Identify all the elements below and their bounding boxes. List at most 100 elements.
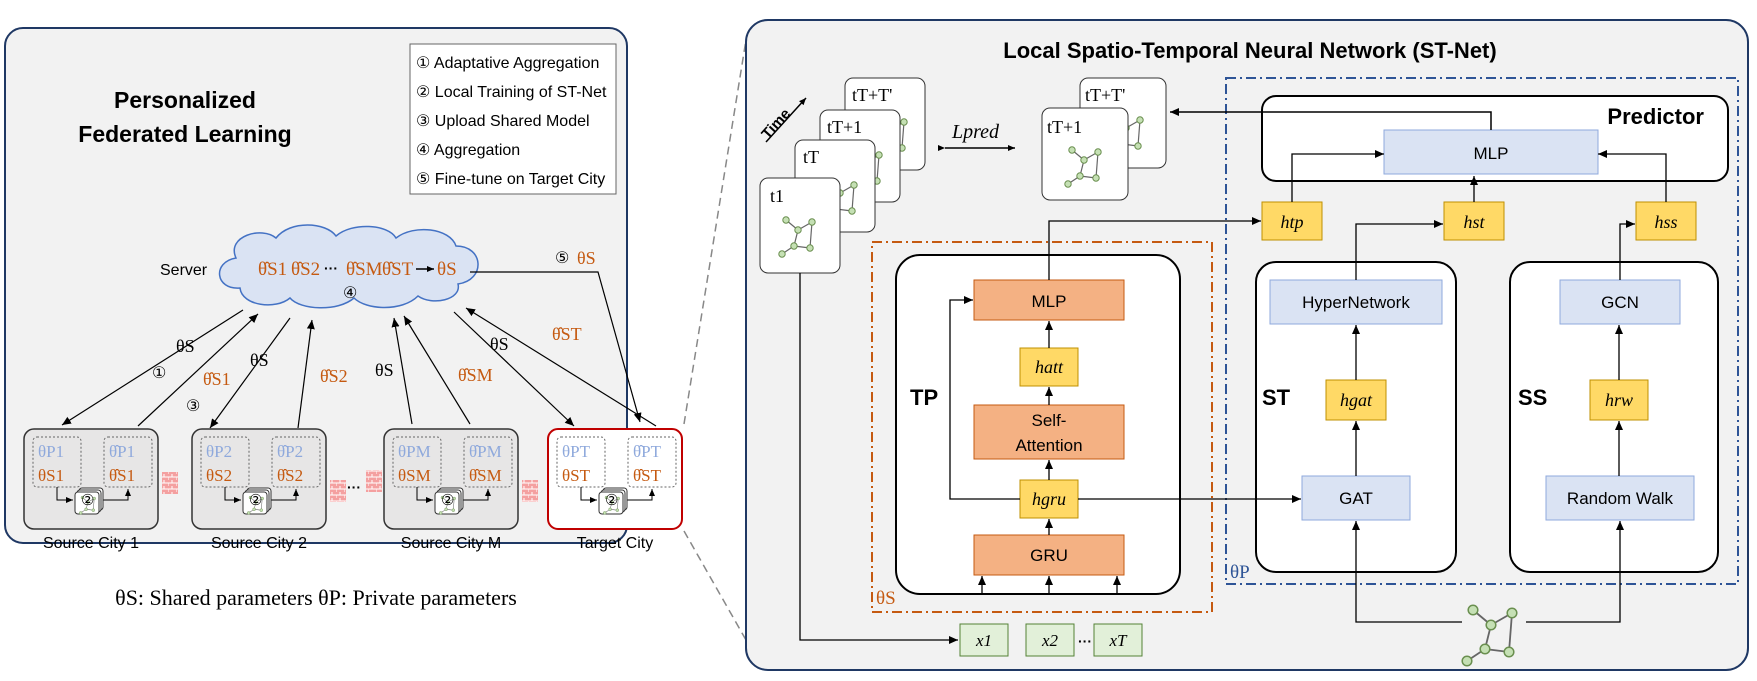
arrow-theta-s-target: θS (490, 334, 509, 354)
legend-item-3: ③ Upload Shared Model (416, 113, 590, 130)
panel-title-line1: Personalized (114, 87, 256, 113)
self-attention-box (973, 404, 1125, 460)
citym-theta-hat-p: θ̂PM (469, 442, 502, 461)
hypernetwork-label: HyperNetwork (1302, 293, 1410, 312)
citym-theta-hat-s: θ̂SM (469, 466, 502, 485)
panel-title-line2: Federated Learning (78, 121, 291, 147)
citym-theta-s: θSM (398, 466, 431, 485)
city2-theta-s: θS2 (206, 466, 232, 485)
city2-theta-hat-p: θ̂P2 (277, 442, 303, 461)
legend-box: ① Adaptative Aggregation ② Local Trainin… (409, 43, 617, 195)
input-x2-box (1025, 623, 1075, 657)
theta-p-label: θP (1230, 562, 1250, 583)
pred-frame-tT1: tT+1 (1047, 117, 1082, 137)
target-theta-p: θPT (562, 442, 591, 461)
input-x1-box (959, 623, 1009, 657)
ss-label: SS (1518, 385, 1547, 410)
st-label: ST (1262, 385, 1291, 410)
h-tp-label: htp (1280, 212, 1303, 232)
hyper-to-hst-arrow (1355, 220, 1443, 280)
city2-name: Source City 2 (211, 535, 307, 552)
gcn-to-hss-arrow (1619, 220, 1635, 280)
citym-name: Source City M (401, 535, 501, 552)
legend-item-5: ⑤ Fine-tune on Target City (416, 171, 605, 188)
self-attention-label-2: Attention (1015, 436, 1082, 455)
h-st-label: hst (1463, 212, 1485, 232)
city-box-1: θP1 θS1 θ̂P1 θ̂S1 ② Source City 1 (23, 428, 159, 552)
footnote: θS: Shared parameters θP: Private parame… (115, 585, 517, 610)
city2-theta-p: θP2 (206, 442, 232, 461)
arrow-theta-s-citym: θS (375, 360, 394, 380)
theta-s-label: θS (876, 588, 896, 609)
private-params-region (1225, 77, 1739, 585)
target-theta-s: θST (562, 466, 591, 485)
h-gat-label: hgat (1340, 390, 1373, 410)
predictor-mlp-label: MLP (1474, 144, 1509, 163)
arrow-theta-hat-sm: θ̂SM (458, 365, 493, 385)
tp-block: TP MLP hatt Self- Attention hgru GRU (895, 254, 1181, 595)
server-param-s1: θ̂S1 (258, 259, 287, 280)
city-box-2: θP2 θS2 θ̂P2 θ̂S2 ② Source City 2 (191, 428, 327, 552)
h-rw-box (1589, 379, 1649, 421)
arrow-theta-hat-st: θ̂ST (552, 324, 582, 344)
server-step-4: ④ (343, 285, 357, 302)
server-label: Server (160, 262, 208, 279)
federated-learning-panel: Personalized Federated Learning ① Adapta… (4, 27, 683, 552)
tp-label: TP (910, 385, 938, 410)
prediction-frame-stack (1041, 77, 1167, 201)
city-box-m: θPM θSM θ̂PM θ̂SM ② Source City M (383, 428, 519, 552)
h-ss-label: hss (1654, 212, 1677, 232)
city1-theta-hat-s: θ̂S1 (109, 466, 135, 485)
arrow-theta-s-city1: θS (176, 336, 195, 356)
arrow-theta-s-step5: θS (577, 248, 596, 268)
city2-step-2: ② (249, 492, 262, 509)
federation-arrows (61, 271, 657, 429)
legend-item-4: ④ Aggregation (416, 142, 520, 159)
target-step-2: ② (605, 492, 618, 509)
tp-to-htp-arrow (1048, 217, 1261, 280)
time-arrow (765, 97, 807, 143)
self-attention-label-1: Self- (1032, 411, 1067, 430)
server-cloud (218, 224, 479, 309)
city1-theta-hat-p: θ̂P1 (109, 442, 135, 461)
gat-label: GAT (1339, 489, 1373, 508)
firewall-icon (162, 472, 178, 494)
h-rw-label: hrw (1605, 390, 1633, 410)
input-x2-label: x2 (1041, 631, 1059, 650)
input-frame-stack (759, 77, 926, 274)
firewall-icon (330, 480, 346, 502)
city2-theta-hat-s: θ̂S2 (277, 466, 303, 485)
input-xT-label: xT (1109, 631, 1129, 650)
predictor-block: Predictor MLP (1261, 95, 1729, 182)
legend-item-1: ① Adaptative Aggregation (416, 55, 599, 72)
h-att-box (1019, 347, 1079, 387)
server-param-s2: θ̂S2 (291, 259, 320, 280)
tp-mlp-label: MLP (1032, 292, 1067, 311)
predictor-output-arrow (1170, 108, 1492, 130)
frame-tT1: tT+1 (827, 117, 862, 137)
pred-frame-tTT: tT+T' (1085, 85, 1125, 105)
zoom-line-bottom (683, 530, 747, 641)
zoom-line-top (683, 39, 747, 425)
gcn-label: GCN (1601, 293, 1639, 312)
hypernetwork-box (1269, 279, 1443, 325)
gru-box (973, 534, 1125, 576)
legend-item-2: ② Local Training of ST-Net (416, 84, 607, 101)
graph-to-gat-arrow (1352, 521, 1462, 623)
input-ellipsis: ··· (1078, 633, 1092, 649)
random-walk-box (1545, 475, 1695, 521)
target-theta-hat-s: θ̂ST (633, 466, 662, 485)
server-param-sm: θ̂SM (346, 259, 383, 280)
target-name: Target City (577, 535, 653, 552)
st-net-panel: Local Spatio-Temporal Neural Network (ST… (745, 19, 1749, 671)
arrow-step-3: ③ (186, 398, 200, 415)
frame-tT: tT (803, 147, 819, 167)
random-walk-label: Random Walk (1567, 489, 1674, 508)
citym-step-2: ② (441, 492, 454, 509)
firewall-icon (522, 480, 538, 502)
ss-block: SS GCN hrw Random Walk (1509, 261, 1719, 573)
server-param-st: θ̂ST (382, 259, 414, 280)
gru-label: GRU (1030, 546, 1068, 565)
t1-to-inputs-arrow (799, 273, 958, 644)
frame-t1: t1 (770, 186, 784, 206)
